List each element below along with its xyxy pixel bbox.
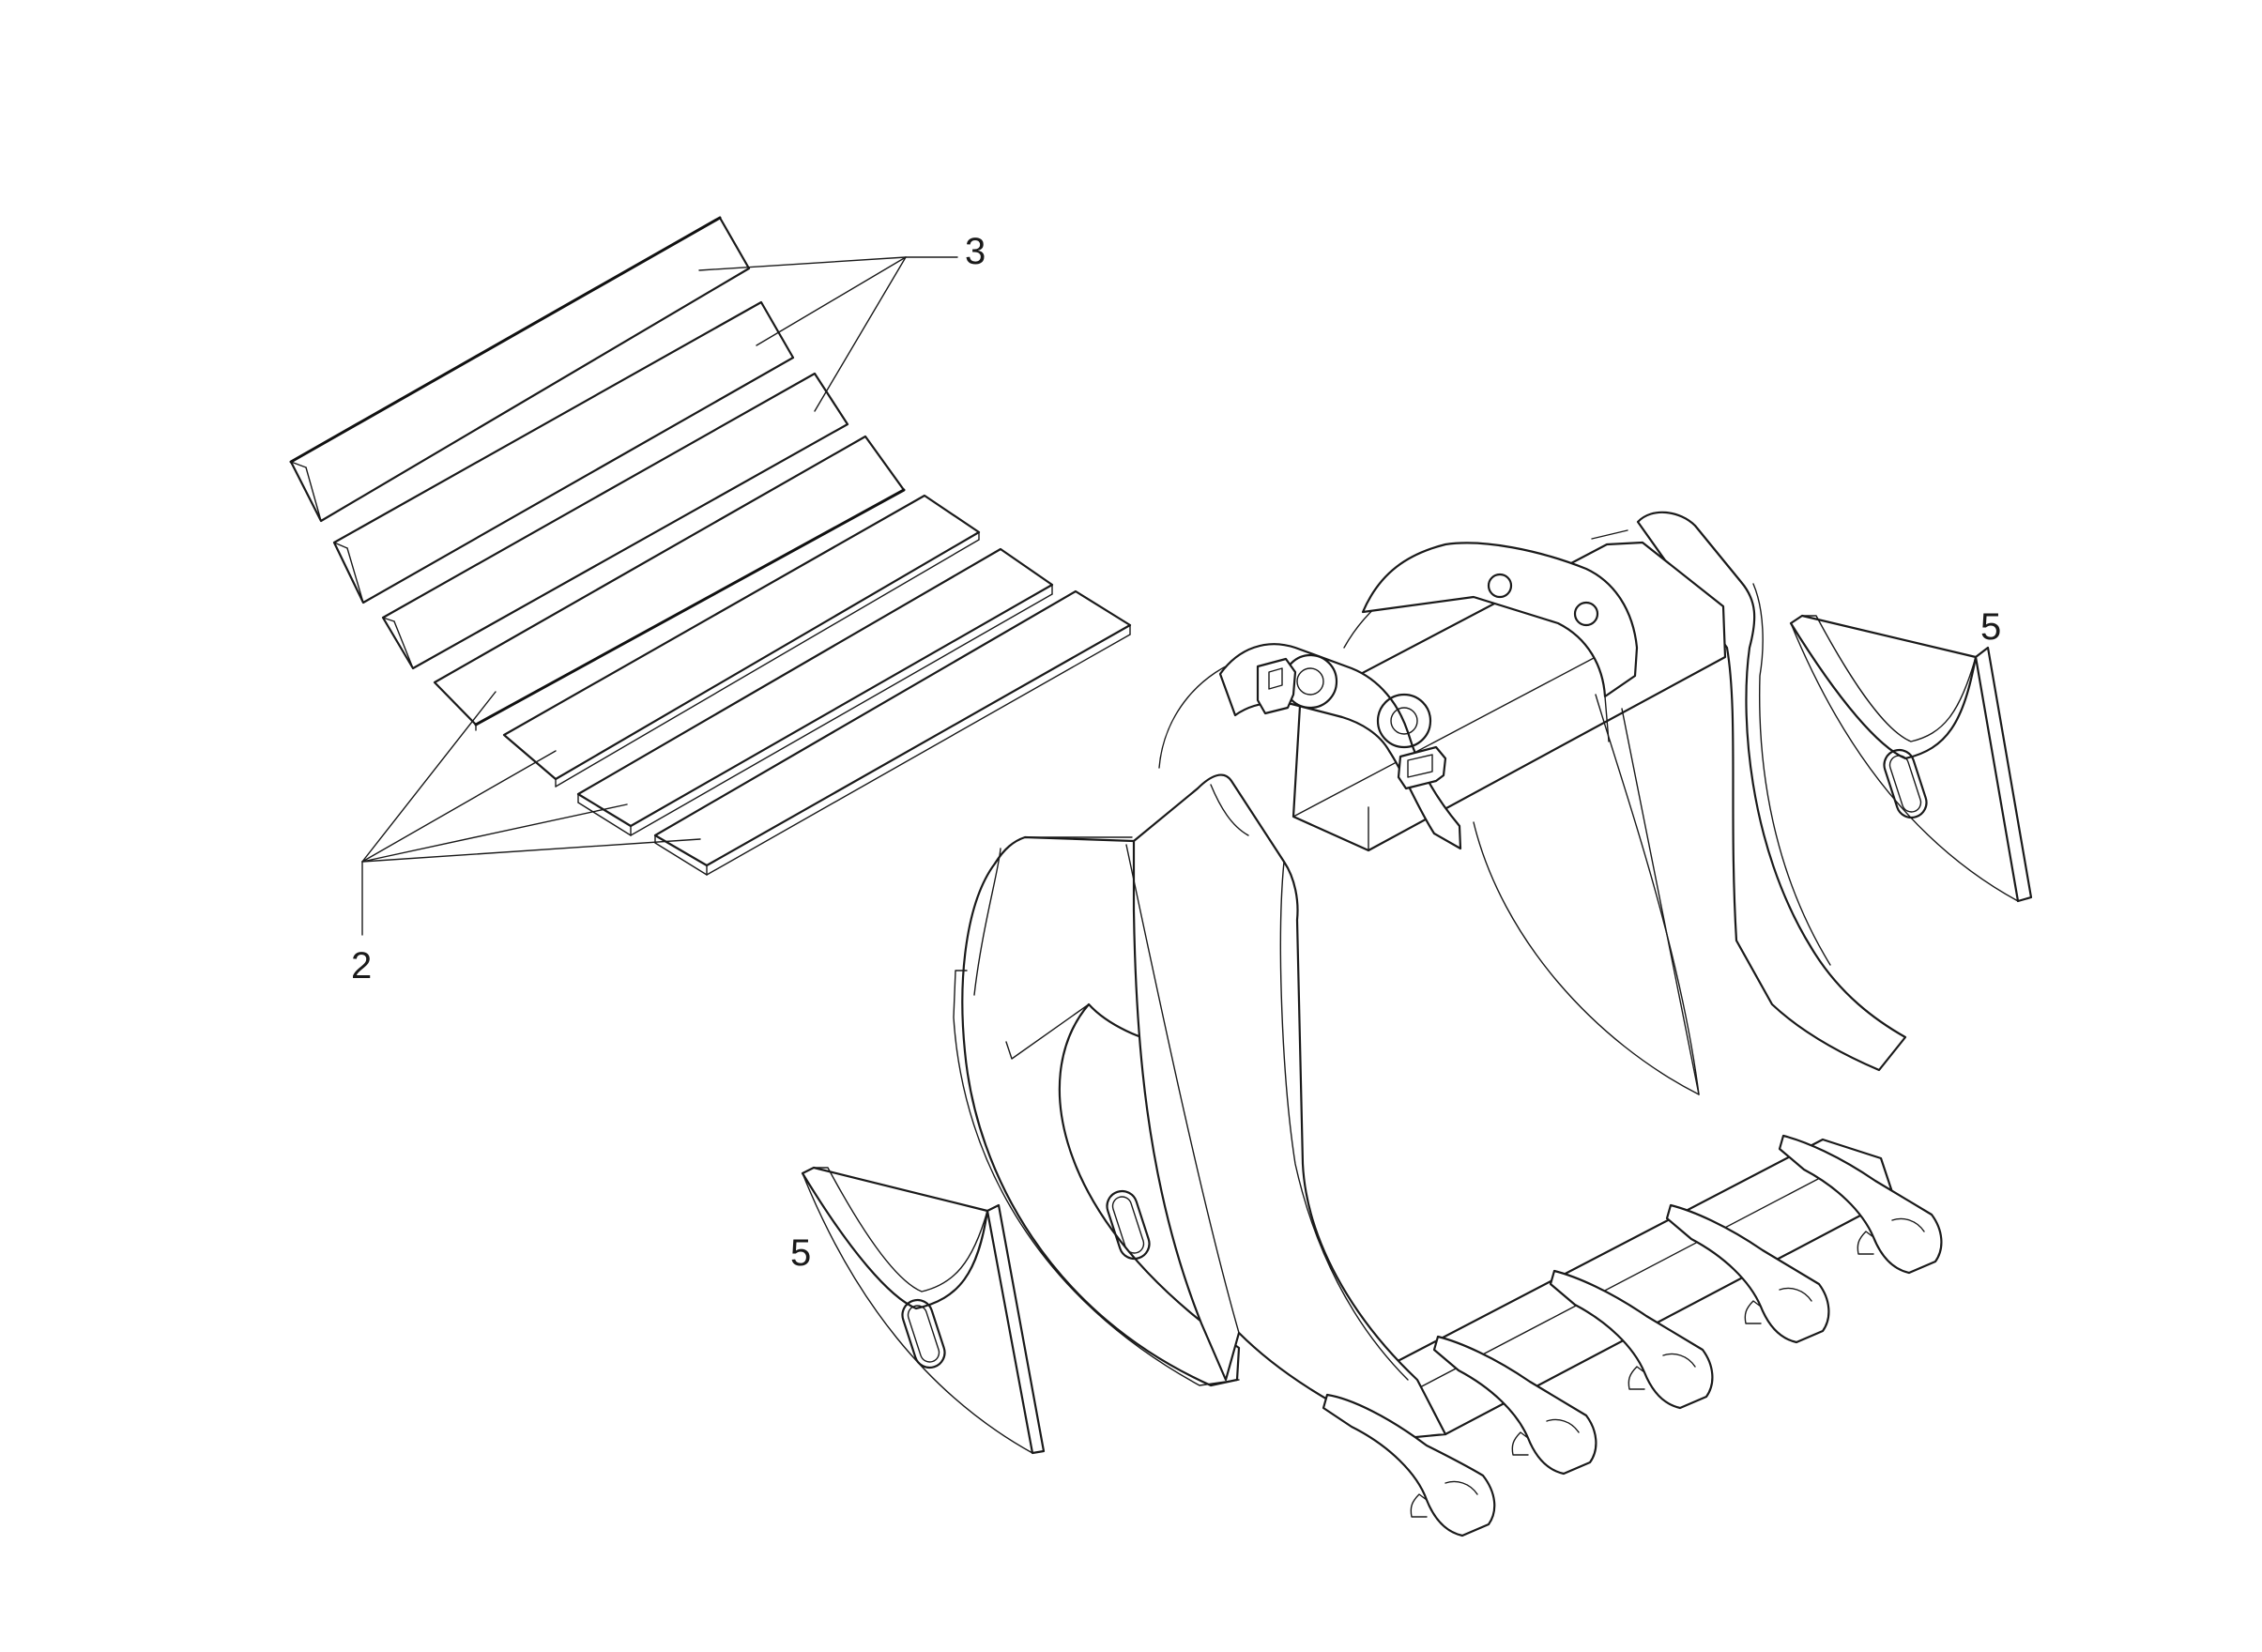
- callout-2-leaders: [361, 691, 701, 936]
- pin-lock-2: [1397, 745, 1447, 790]
- wear-plates-group: [289, 216, 1132, 876]
- bucket-right-side-wall: [1636, 511, 1907, 1072]
- wear-plate-1: [289, 216, 751, 523]
- cutter-slot-left: [901, 1298, 946, 1369]
- bucket-bowl-curve: [1473, 821, 1700, 1095]
- callout-3-leaders: [698, 256, 958, 412]
- ear-hole-2: [1573, 601, 1599, 627]
- tooth-2: [1432, 1335, 1597, 1476]
- tooth-1: [1322, 1393, 1496, 1537]
- callout-5-right-label: 5: [1980, 606, 2001, 648]
- tooth-5: [1778, 1134, 1943, 1275]
- callout-2-label: 2: [351, 945, 372, 987]
- bucket-front-left-panel: [1132, 773, 1447, 1440]
- side-cutter-left: [801, 1166, 1046, 1455]
- wear-plate-2: [332, 300, 795, 604]
- wear-plate-6: [576, 547, 1054, 836]
- callout-3-label: 3: [965, 231, 986, 272]
- cutter-slot: [1883, 748, 1928, 819]
- tooth-4: [1665, 1203, 1830, 1344]
- side-slot: [1106, 1189, 1151, 1261]
- callout-5-left-label: 5: [790, 1232, 811, 1274]
- wear-plate-5: [502, 494, 981, 788]
- wear-plate-7: [653, 589, 1132, 876]
- ear-hole-1: [1487, 573, 1513, 599]
- wear-plate-4: [433, 435, 906, 731]
- side-cutter-right: [1789, 614, 2033, 903]
- bucket-right-ear: [1361, 542, 1639, 698]
- wear-plate-3: [381, 372, 849, 670]
- pin-boss-2: [1376, 693, 1432, 749]
- tooth-3: [1549, 1269, 1714, 1410]
- bucket-teeth: [1322, 1134, 1943, 1537]
- excavator-bucket: [953, 511, 1943, 1537]
